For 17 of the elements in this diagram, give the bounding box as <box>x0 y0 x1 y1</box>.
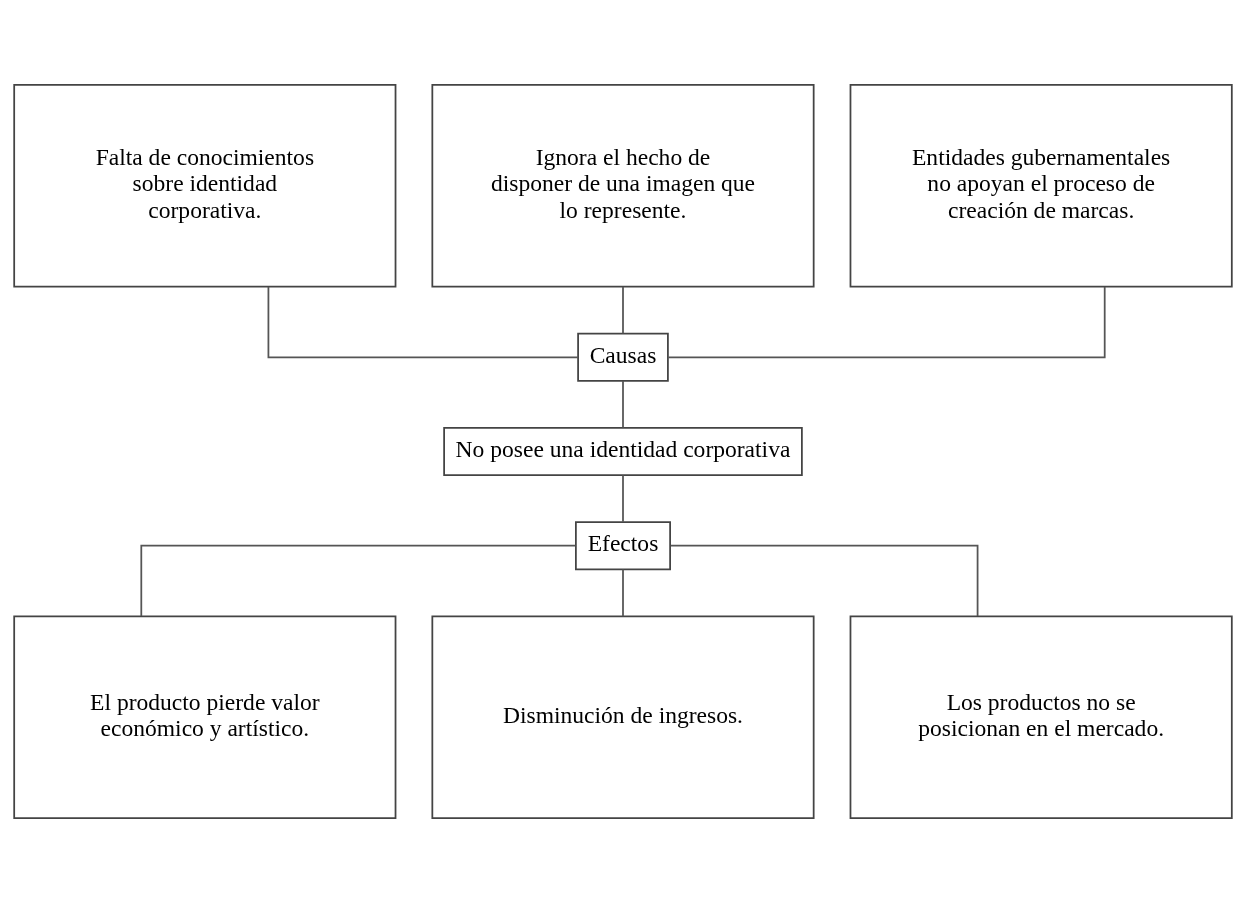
node-box: Ignora el hecho de disponer de una imagen que lo represente. <box>431 83 815 287</box>
connector <box>267 285 579 358</box>
node-box: Los productos no se posicionan en el mercado. <box>849 615 1233 819</box>
connector <box>622 568 624 617</box>
node-box: El producto pierde valor económico y artístico. <box>13 615 397 819</box>
connector <box>667 285 1106 358</box>
connector <box>622 379 624 428</box>
node-box: No posee una identidad corporativa <box>443 426 803 476</box>
node-box: Causas <box>577 332 669 382</box>
node-box: Disminución de ingresos. <box>431 615 815 819</box>
node-box: Efectos <box>575 520 671 570</box>
node-box: Entidades gubernamentales no apoyan el proceso de creación de marcas. <box>849 83 1233 287</box>
connector <box>622 285 624 334</box>
connector <box>622 473 624 522</box>
node-box: Falta de conocimientos sobre identidad corporativa. <box>13 83 397 287</box>
connector <box>140 544 577 617</box>
connector <box>669 544 979 617</box>
